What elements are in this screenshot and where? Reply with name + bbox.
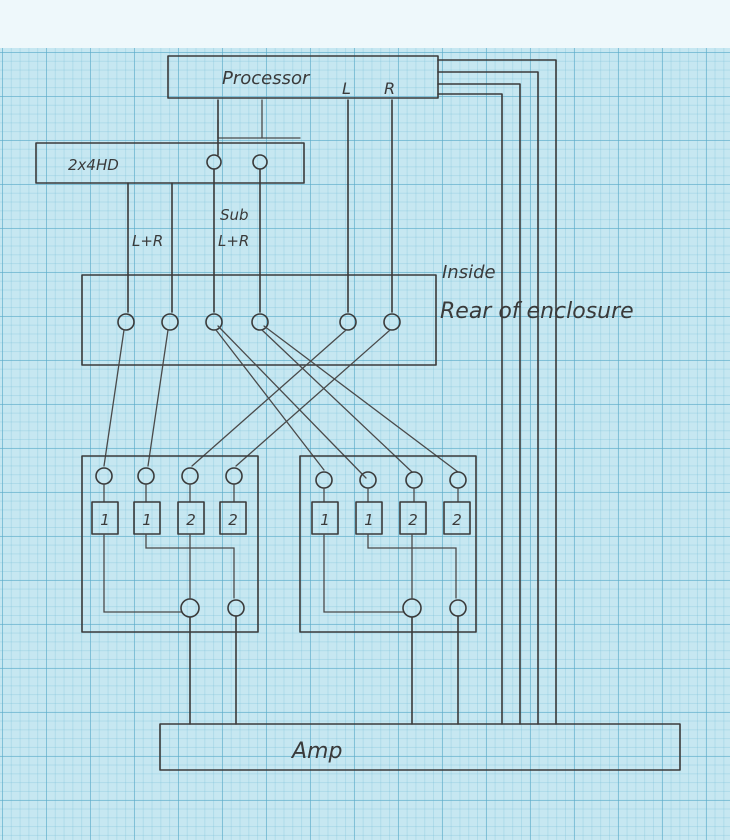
rear-of-enclosure-label: Rear of enclosure xyxy=(440,299,634,324)
processor-stubs xyxy=(217,99,301,139)
processor-lr-outputs xyxy=(217,99,393,313)
internal-wiring xyxy=(103,325,459,479)
processor-right-label: R xyxy=(384,79,395,98)
rear-terminal-1 xyxy=(117,313,135,331)
crossover-output-label: L+R xyxy=(132,232,163,250)
left-driver-label-3: 2 xyxy=(186,511,196,529)
processor-left-label: L xyxy=(342,79,351,98)
crossover-box: 2x4HD xyxy=(35,142,305,184)
rear-terminal-3 xyxy=(205,313,223,331)
left-driver-label-2: 1 xyxy=(142,511,152,529)
right-driver-label-2: 1 xyxy=(364,511,374,529)
processor-label: Processor xyxy=(222,68,311,89)
paper-top-edge xyxy=(0,0,730,48)
rear-terminal-2 xyxy=(161,313,179,331)
panel-to-amp-lines xyxy=(189,615,459,725)
right-driver-label-3: 2 xyxy=(408,511,418,529)
left-driver-label-1: 1 xyxy=(100,511,110,529)
sub-label-line1: Sub xyxy=(220,206,249,224)
rear-terminal-6 xyxy=(383,313,401,331)
inside-label: Inside xyxy=(442,262,496,283)
right-driver-panel: 1 1 2 2 xyxy=(299,455,477,633)
crossover-sub-terminal-1 xyxy=(206,154,222,170)
processor-box: Processor L R xyxy=(167,55,439,99)
right-driver-label-4: 2 xyxy=(452,511,462,529)
crossover-output-lines xyxy=(127,168,261,313)
processor-to-amp-feeds xyxy=(437,59,557,725)
right-driver-label-1: 1 xyxy=(320,511,330,529)
sub-label-line2: L+R xyxy=(218,232,249,250)
amp-label: Amp xyxy=(290,739,342,764)
crossover-sub-terminal-2 xyxy=(252,154,268,170)
crossover-label: 2x4HD xyxy=(68,156,119,174)
amp-box: Amp xyxy=(159,723,681,771)
rear-terminal-4 xyxy=(251,313,269,331)
left-driver-panel: 1 1 2 2 xyxy=(81,455,259,633)
enclosure-rear-panel xyxy=(81,274,437,366)
rear-terminal-5 xyxy=(339,313,357,331)
left-driver-label-4: 2 xyxy=(228,511,238,529)
